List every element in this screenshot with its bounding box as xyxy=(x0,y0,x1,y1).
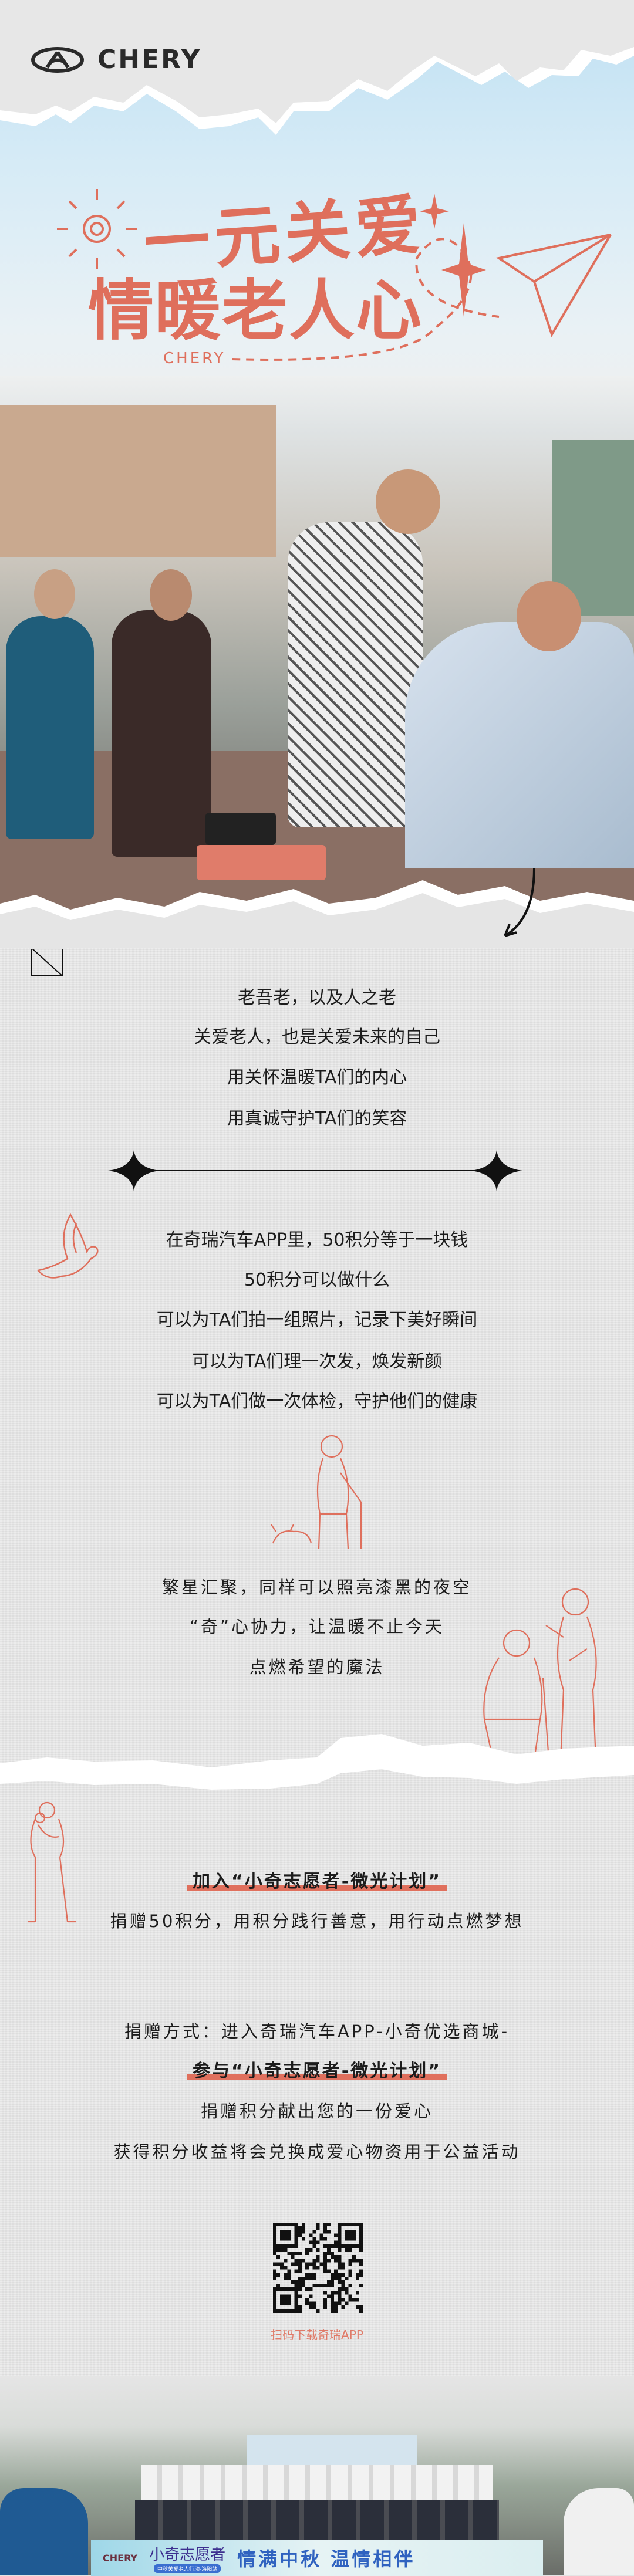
dove-sketch-icon xyxy=(36,1213,99,1279)
donate-line: 获得积分收益将会兑换成爱心物资用于公益活动 xyxy=(113,2142,521,2162)
haircut-photo xyxy=(0,376,634,921)
intro-line: 用真诚守护TA们的笑容 xyxy=(227,1108,407,1129)
grandma-with-dog-sketch xyxy=(271,1435,362,1550)
join-line: 捐赠50积分，用积分践行善意，用行动点燃梦想 xyxy=(110,1911,524,1931)
points-line: 可以为TA们做一次体检，守护他们的健康 xyxy=(156,1391,478,1412)
group-photo: CHERY 小奇志愿者 中秋关爱老人行动-洛阳站 情满中秋 温情相伴 xyxy=(0,2376,634,2576)
elderly-woman xyxy=(6,616,94,839)
stool xyxy=(197,845,326,880)
building xyxy=(0,405,276,557)
donate-line: 捐赠积分献出您的一份爱心 xyxy=(200,2101,433,2121)
banner-sub: 中秋关爱老人行动-洛阳站 xyxy=(153,2564,221,2573)
points-line: 可以为TA们拍一组照片，记录下美好瞬间 xyxy=(156,1310,478,1330)
volunteer-banner: CHERY 小奇志愿者 中秋关爱老人行动-洛阳站 情满中秋 温情相伴 xyxy=(91,2540,543,2576)
blue-car xyxy=(0,2488,88,2575)
dashed-path xyxy=(231,238,500,361)
donate-highlight: 参与“小奇志愿者-微光计划” xyxy=(187,2060,447,2083)
sparkle-icon xyxy=(108,1150,160,1191)
intro-line: 关爱老人，也是关爱未来的自己 xyxy=(194,1027,440,1047)
sparkle-icon xyxy=(420,194,449,229)
banner-brand: CHERY xyxy=(103,2552,138,2564)
points-line: 在奇瑞汽车APP里，50积分等于一块钱 xyxy=(166,1230,468,1250)
torn-paper-lower xyxy=(0,1734,634,1790)
brand-name: CHERY xyxy=(97,45,202,75)
chery-logo: CHERY xyxy=(31,45,202,75)
intro-line: 用关怀温暖TA们的内心 xyxy=(227,1067,407,1088)
elderly-couple-sketch xyxy=(483,1588,597,1761)
title-decorations xyxy=(57,189,612,361)
content-background xyxy=(0,948,634,2397)
donate-method: 捐赠方式：进入奇瑞汽车APP-小奇优选商城- xyxy=(124,2021,510,2041)
sun-icon xyxy=(57,189,137,269)
father-child-sketch xyxy=(28,1801,76,1923)
banner-slogan: 情满中秋 温情相伴 xyxy=(237,2548,416,2570)
points-line: 可以为TA们理一次发，焕发新颜 xyxy=(191,1351,443,1372)
banner-name: 小奇志愿者 xyxy=(149,2546,226,2564)
donate-heading: 参与“小奇志愿者-微光计划” xyxy=(0,2060,634,2083)
torn-paper-top xyxy=(0,0,634,135)
qr-code[interactable] xyxy=(273,2223,363,2313)
points-line: 50积分可以做什么 xyxy=(244,1270,390,1290)
barber-volunteer xyxy=(288,522,423,827)
white-car xyxy=(564,2488,634,2575)
stars-line: 点燃希望的魔法 xyxy=(249,1657,385,1677)
barber-cape xyxy=(405,622,634,868)
join-heading: 加入“小奇志愿者-微光计划” xyxy=(0,1870,634,1894)
hero-title-brand: CHERY xyxy=(163,350,226,367)
elderly-row xyxy=(135,2500,499,2541)
elderly-man xyxy=(112,610,211,857)
torn-paper-middle xyxy=(0,880,634,951)
curved-arrow-icon xyxy=(504,868,535,937)
arrow-down-right-icon xyxy=(29,948,65,976)
sparkle-icon xyxy=(441,223,486,317)
intro-line: 老吾老，以及人之老 xyxy=(238,988,396,1008)
bag xyxy=(205,813,276,845)
chery-emblem-icon xyxy=(31,46,84,73)
hero-title-line2: 情暖老人心 xyxy=(88,272,423,349)
paper-plane-icon xyxy=(495,234,612,337)
qr-caption: 扫码下载奇瑞APP xyxy=(271,2328,363,2342)
join-highlight: 加入“小奇志愿者-微光计划” xyxy=(187,1870,447,1894)
stars-line: 繁星汇聚，同样可以照亮漆黑的夜空 xyxy=(161,1577,472,1597)
star-divider xyxy=(108,1150,522,1191)
stars-line: “奇”心协力，让温暖不止今天 xyxy=(189,1617,445,1637)
sparkle-icon xyxy=(471,1150,522,1191)
